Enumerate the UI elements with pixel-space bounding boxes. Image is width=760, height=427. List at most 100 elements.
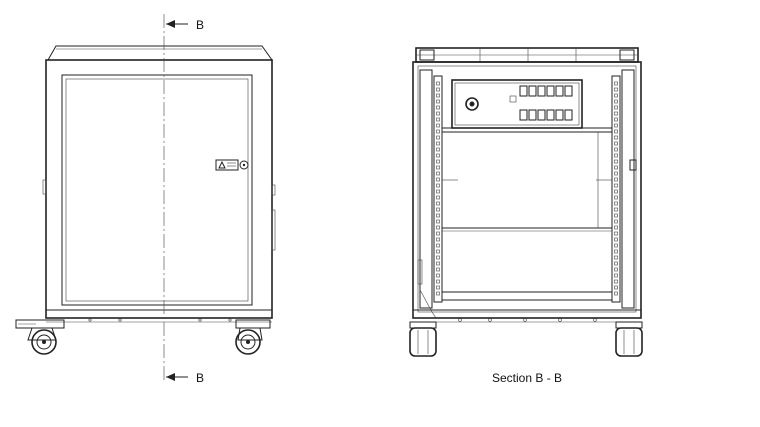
rail-hole <box>614 207 618 212</box>
rail-hole <box>436 201 440 206</box>
rail-hole <box>436 249 440 254</box>
rail-hole <box>614 153 618 158</box>
section-marker-top: B <box>196 18 204 32</box>
section-line-b <box>163 14 188 381</box>
front-right-caster-icon <box>235 319 271 355</box>
rail-hole <box>436 99 440 104</box>
rail-hole <box>436 177 440 182</box>
section-caption: Section B - B <box>492 371 562 385</box>
rail-hole <box>436 225 440 230</box>
pdu-outlets <box>519 85 573 121</box>
rail-hole <box>614 87 618 92</box>
pdu-outlet-icon <box>528 85 537 97</box>
rail-hole <box>614 117 618 122</box>
rail-hole <box>614 219 618 224</box>
pdu-outlet-icon <box>546 85 555 97</box>
rail-hole <box>436 255 440 260</box>
rail-hole <box>614 279 618 284</box>
pdu-outlet-icon <box>528 109 537 121</box>
rail-hole <box>614 93 618 98</box>
rail-hole <box>614 261 618 266</box>
pdu-outlet-icon <box>564 85 573 97</box>
rail-hole <box>436 183 440 188</box>
rail-hole <box>614 147 618 152</box>
rail-hole <box>614 165 618 170</box>
pdu-outlet-icon <box>546 109 555 121</box>
rail-hole <box>614 213 618 218</box>
rail-hole <box>436 291 440 296</box>
rail-hole <box>436 105 440 110</box>
rail-hole <box>436 87 440 92</box>
rail-hole <box>614 201 618 206</box>
pdu-outlet-icon <box>564 109 573 121</box>
rail-hole <box>614 135 618 140</box>
section-view-base <box>412 309 642 323</box>
rail-hole <box>436 111 440 116</box>
section-left-caster-icon <box>409 321 437 357</box>
rail-hole <box>614 225 618 230</box>
rail-hole <box>614 249 618 254</box>
rail-hole <box>614 183 618 188</box>
rail-hole <box>614 111 618 116</box>
pdu-outlet-icon <box>537 109 546 121</box>
rail-hole <box>614 273 618 278</box>
rail-hole <box>436 279 440 284</box>
rail-hole <box>614 285 618 290</box>
rail-hole <box>614 105 618 110</box>
rail-hole <box>614 123 618 128</box>
rail-hole <box>614 243 618 248</box>
rail-hole <box>436 165 440 170</box>
pdu-outlet-icon <box>555 85 564 97</box>
rail-hole <box>436 141 440 146</box>
rail-hole <box>436 267 440 272</box>
rail-hole <box>436 93 440 98</box>
lock-icon <box>239 160 249 170</box>
rail-hole <box>436 195 440 200</box>
rail-hole <box>614 177 618 182</box>
rail-hole <box>614 237 618 242</box>
pdu-outlet-icon <box>555 109 564 121</box>
rail-hole <box>436 237 440 242</box>
section-view-shelves <box>417 127 637 319</box>
rail-hole <box>614 81 618 86</box>
rail-hole <box>436 147 440 152</box>
rail-hole <box>614 267 618 272</box>
rail-hole <box>436 153 440 158</box>
rack-rail-holes <box>436 81 618 296</box>
rail-hole <box>614 255 618 260</box>
rail-hole <box>614 291 618 296</box>
section-right-caster-icon <box>615 321 643 357</box>
rail-hole <box>436 273 440 278</box>
rail-hole <box>436 243 440 248</box>
rail-hole <box>436 207 440 212</box>
rail-hole <box>436 219 440 224</box>
pdu-outlet-icon <box>519 109 528 121</box>
section-marker-bottom: B <box>196 371 204 385</box>
rail-hole <box>436 129 440 134</box>
rail-hole <box>436 213 440 218</box>
rail-hole <box>614 159 618 164</box>
rail-hole <box>436 159 440 164</box>
rail-hole <box>436 81 440 86</box>
rail-hole <box>436 231 440 236</box>
pdu-outlet-icon <box>519 85 528 97</box>
warning-label-icon <box>215 159 239 171</box>
rail-hole <box>614 129 618 134</box>
rail-hole <box>436 189 440 194</box>
rail-hole <box>614 141 618 146</box>
rail-hole <box>614 195 618 200</box>
rail-hole <box>614 189 618 194</box>
rail-hole <box>436 285 440 290</box>
rail-hole <box>614 231 618 236</box>
pdu-outlet-icon <box>537 85 546 97</box>
rail-hole <box>436 261 440 266</box>
front-left-caster-icon <box>15 319 65 355</box>
rail-hole <box>614 99 618 104</box>
rail-hole <box>614 171 618 176</box>
front-view-cabinet <box>42 45 276 323</box>
rail-hole <box>436 123 440 128</box>
rail-hole <box>436 135 440 140</box>
rail-hole <box>436 117 440 122</box>
rail-hole <box>436 171 440 176</box>
